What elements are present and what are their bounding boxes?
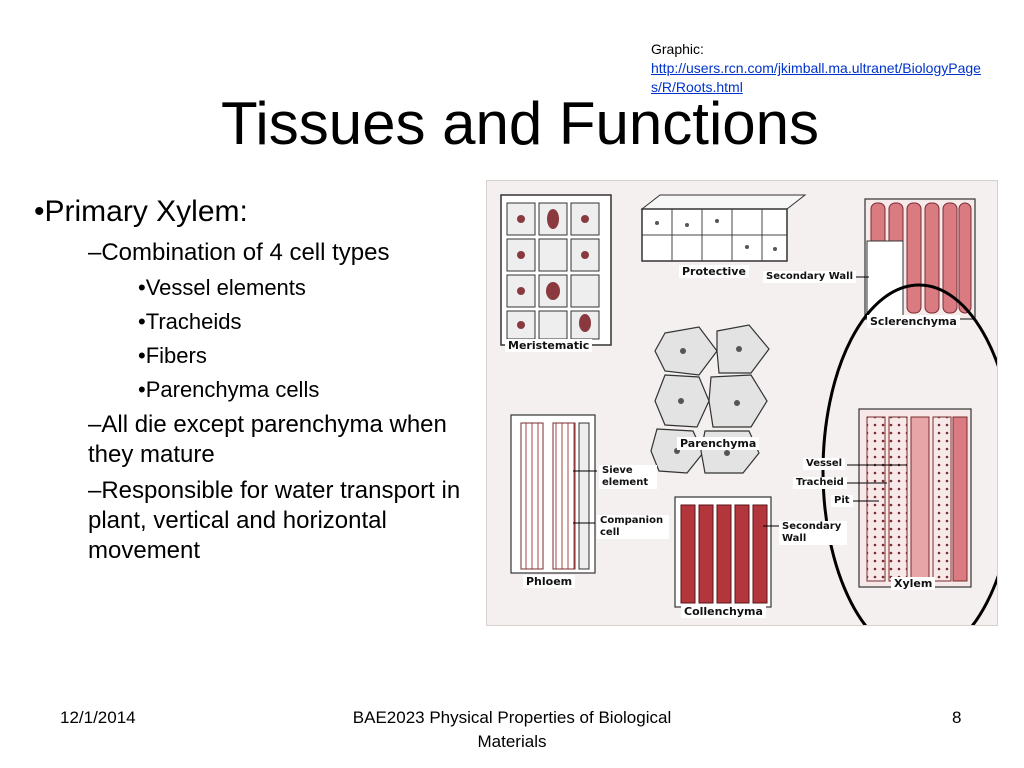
- label-pit: Pit: [831, 495, 853, 507]
- footer-page-number: 8: [952, 708, 962, 727]
- parenchyma-illustration: [650, 324, 770, 474]
- bullet-vessel-elements: •Vessel elements: [138, 275, 306, 300]
- bullet-responsible: –Responsible for water transport in plan…: [88, 477, 461, 564]
- label-tracheid: Tracheid: [793, 477, 847, 489]
- bullet-fibers: •Fibers: [138, 343, 207, 368]
- collenchyma-illustration: [674, 496, 781, 608]
- label-secondary-wall-2: Secondary Wall: [779, 521, 847, 545]
- label-secondary-wall-1: Secondary Wall: [763, 271, 857, 283]
- label-sieve-element: Sieve element: [599, 465, 657, 489]
- slide-title: Tissues and Functions: [220, 90, 820, 157]
- footer-course: BAE2023 Physical Properties of Biologica…: [352, 708, 672, 751]
- label-xylem: Xylem: [891, 577, 936, 590]
- bullet-tracheids: •Tracheids: [138, 309, 242, 334]
- bullet-all-die: –All die except parenchyma when they mat…: [88, 411, 447, 468]
- xylem-illustration: [847, 408, 972, 588]
- tissue-illustrations: [500, 194, 997, 625]
- label-parenchyma: Parenchyma: [677, 437, 760, 450]
- credit-label: Graphic:: [651, 41, 704, 57]
- label-collenchyma: Collenchyma: [681, 605, 766, 618]
- bullet-combination: –Combination of 4 cell types: [88, 239, 390, 266]
- label-phloem: Phloem: [523, 575, 576, 588]
- bullet-primary-xylem: •Primary Xylem:: [34, 195, 248, 228]
- protective-illustration: [640, 194, 807, 262]
- label-companion-cell: Companion cell: [597, 515, 669, 539]
- bullet-parenchyma-cells: •Parenchyma cells: [138, 377, 320, 402]
- image-credit: Graphic: http://users.rcn.com/jkimball.m…: [651, 40, 981, 97]
- label-protective: Protective: [679, 265, 749, 278]
- plant-tissue-figure: Meristematic Protective Secondary Wall S…: [486, 180, 998, 626]
- bullet-list: •Primary Xylem: –Combination of 4 cell t…: [34, 192, 484, 572]
- meristematic-illustration: [500, 194, 612, 346]
- sclerenchyma-illustration: [827, 198, 976, 320]
- label-sclerenchyma: Sclerenchyma: [867, 315, 960, 328]
- phloem-illustration: [510, 414, 597, 574]
- label-vessel: Vessel: [803, 458, 846, 470]
- credit-link[interactable]: http://users.rcn.com/jkimball.ma.ultrane…: [651, 60, 981, 95]
- xylem-highlight-circle: [821, 283, 997, 625]
- footer-date: 12/1/2014: [60, 708, 136, 727]
- label-meristematic: Meristematic: [505, 339, 593, 352]
